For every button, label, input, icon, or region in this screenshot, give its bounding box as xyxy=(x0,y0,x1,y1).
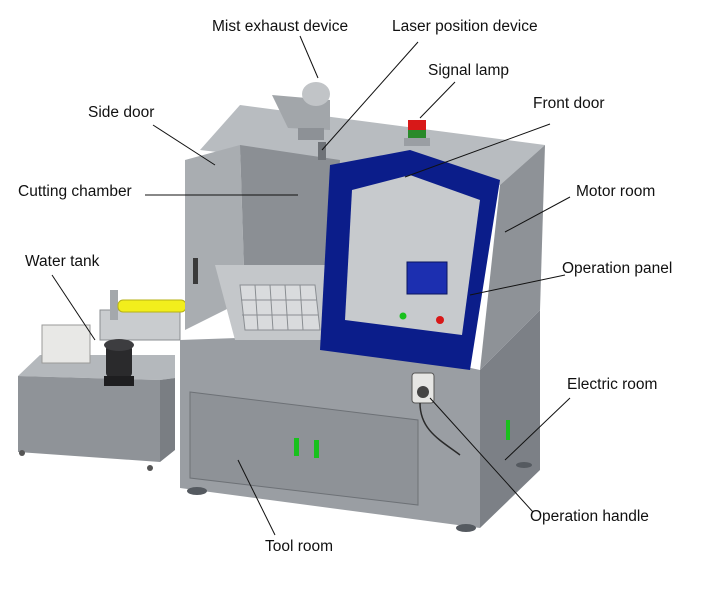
leader-operation-panel xyxy=(469,274,566,296)
leader-electric-room xyxy=(504,397,571,461)
housing-top xyxy=(200,105,545,185)
pump-motor xyxy=(106,345,132,377)
leader-tool-room xyxy=(237,459,276,536)
green-handle xyxy=(314,440,319,458)
label-operation-panel: Operation panel xyxy=(562,260,673,277)
signal-lamp-green xyxy=(408,130,426,138)
start-button xyxy=(399,312,407,320)
leveling-foot xyxy=(456,524,476,532)
cutting-chamber-back xyxy=(240,145,340,300)
cabinet-side xyxy=(480,310,540,528)
leveling-foot xyxy=(516,462,532,468)
leader-front-door xyxy=(404,123,551,178)
water-tank-front xyxy=(18,376,160,462)
caster-wheel xyxy=(19,450,25,456)
leader-lines xyxy=(51,35,571,536)
operation-panel-screen xyxy=(406,261,448,295)
tool-room-door xyxy=(189,391,419,506)
label-front-door: Front door xyxy=(533,95,605,112)
roller-post xyxy=(110,290,118,320)
yellow-pipe xyxy=(117,299,187,313)
stop-button xyxy=(436,316,444,324)
water-tank-unit xyxy=(18,290,187,471)
water-tank-side xyxy=(160,378,175,462)
caster-wheel xyxy=(147,465,153,471)
leader-motor-room xyxy=(504,196,571,233)
leader-operation-handle xyxy=(429,397,534,513)
lower-cabinet xyxy=(180,310,540,532)
leveling-foot xyxy=(187,487,207,495)
signal-lamp-red xyxy=(408,120,426,130)
housing-side xyxy=(480,145,545,370)
filter-box xyxy=(41,324,91,364)
work-table xyxy=(239,284,321,331)
leader-mist-exhaust xyxy=(299,35,319,79)
label-electric-room: Electric room xyxy=(567,376,658,393)
leader-signal-lamp xyxy=(419,81,456,119)
signal-lamp-base xyxy=(404,138,430,146)
mist-exhaust-dome xyxy=(302,82,330,106)
operation-handle-knob xyxy=(417,386,429,398)
front-door-window xyxy=(345,175,480,335)
label-signal-lamp: Signal lamp xyxy=(428,62,509,79)
pump-motor-cap xyxy=(104,339,134,351)
label-tool-room: Tool room xyxy=(265,538,334,555)
green-handle xyxy=(294,438,299,456)
label-motor-room: Motor room xyxy=(576,183,656,200)
leader-water-tank xyxy=(51,274,96,341)
operation-handle-cable xyxy=(419,402,461,456)
label-mist-exhaust-device: Mist exhaust device xyxy=(212,18,349,35)
laser-bracket xyxy=(318,142,326,160)
leader-laser-position xyxy=(321,41,419,151)
label-laser-position-device: Laser position device xyxy=(392,18,538,35)
side-door-handle xyxy=(193,258,198,284)
label-side-door: Side door xyxy=(88,104,155,121)
upper-housing xyxy=(185,82,545,456)
mist-exhaust-base xyxy=(298,128,324,140)
pump-base xyxy=(104,376,134,386)
label-cutting-chamber: Cutting chamber xyxy=(18,183,132,200)
leader-side-door xyxy=(152,124,216,166)
label-water-tank: Water tank xyxy=(25,253,100,270)
green-handle xyxy=(506,420,510,440)
label-operation-handle: Operation handle xyxy=(530,508,649,525)
